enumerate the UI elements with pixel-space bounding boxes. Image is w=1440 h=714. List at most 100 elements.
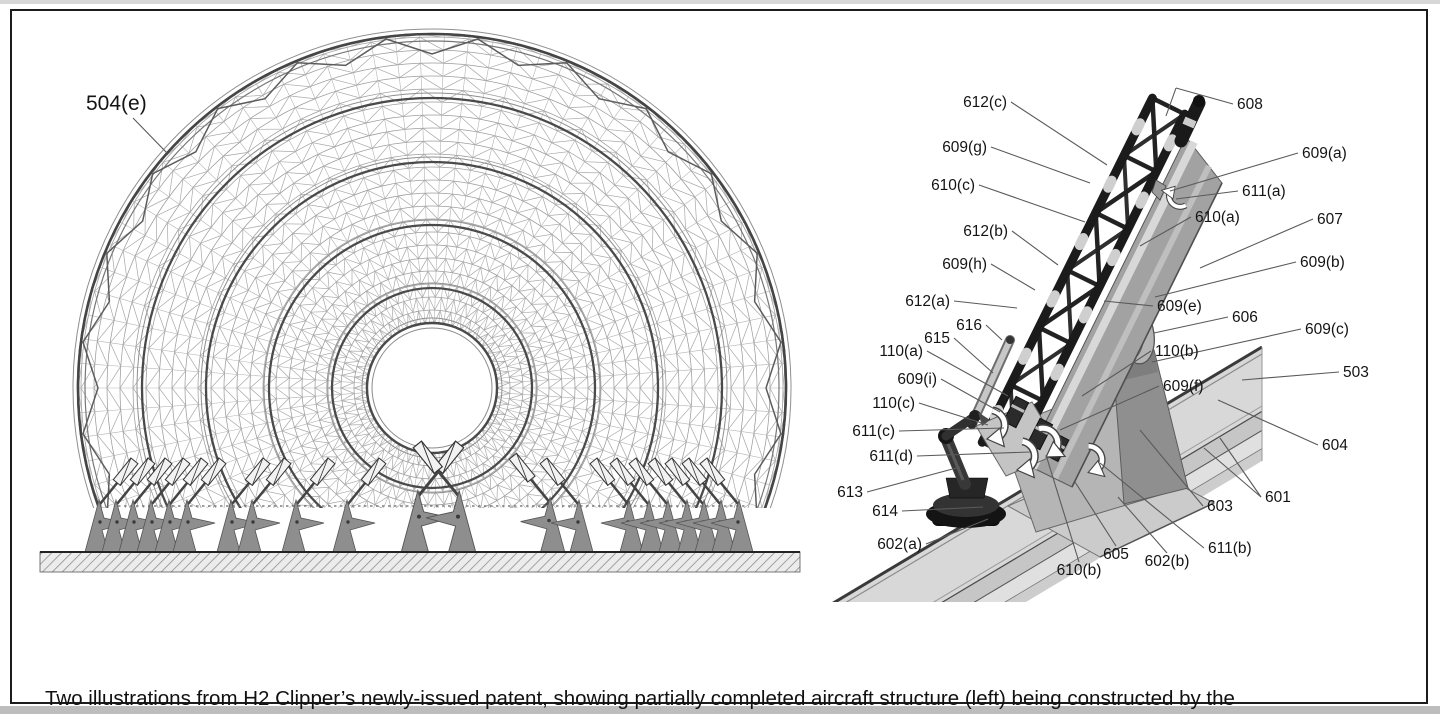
leader-line bbox=[1045, 454, 1080, 563]
leader-line bbox=[926, 350, 1009, 397]
leader-line bbox=[953, 337, 994, 374]
ref-label-609c: 609(c) bbox=[1305, 321, 1349, 338]
robot-illustration bbox=[832, 93, 1263, 602]
ground-robot bbox=[412, 440, 477, 553]
ground-robot bbox=[172, 457, 227, 553]
leader-line bbox=[866, 466, 961, 493]
ground-robot bbox=[101, 457, 156, 553]
leader-line bbox=[901, 506, 984, 512]
ref-label-110c: 110(c) bbox=[872, 395, 915, 412]
ground-robot bbox=[664, 457, 719, 553]
ref-label-611c: 611(c) bbox=[852, 423, 895, 440]
ground-robot bbox=[589, 457, 644, 553]
ground-robot bbox=[647, 457, 702, 553]
ref-label-608: 608 bbox=[1237, 96, 1263, 113]
ref-label-602a: 602(a) bbox=[877, 536, 922, 553]
leader-line bbox=[990, 263, 1036, 291]
ref-label-613: 613 bbox=[837, 484, 863, 501]
ref-label-110a: 110(a) bbox=[879, 343, 923, 360]
reference-labels: 504(e) 612(c) 609(g) 610(c) 612(b) 609(h) 612(… bbox=[86, 87, 1369, 579]
leader-line bbox=[1139, 429, 1204, 507]
leader-line bbox=[1151, 328, 1302, 363]
ground-robot bbox=[154, 457, 209, 553]
ref-label-604: 604 bbox=[1322, 437, 1348, 454]
ref-label-616: 616 bbox=[956, 317, 982, 334]
lattice-boom bbox=[977, 93, 1190, 463]
leader-line bbox=[1153, 316, 1229, 334]
ground-robot bbox=[118, 457, 173, 553]
leader-line bbox=[1203, 447, 1262, 498]
leader-line bbox=[953, 300, 1018, 309]
ref-label-609b: 609(b) bbox=[1300, 254, 1345, 271]
leader-line bbox=[978, 184, 1086, 223]
ref-label-609a: 609(a) bbox=[1302, 145, 1347, 162]
ref-label-601: 601 bbox=[1265, 489, 1291, 506]
leader-line bbox=[1081, 350, 1152, 397]
leader-line bbox=[990, 146, 1091, 184]
leader-line bbox=[1219, 437, 1262, 498]
leader-line bbox=[1011, 230, 1059, 266]
ref-label-612c: 612(c) bbox=[963, 94, 1007, 111]
boom-tip bbox=[1174, 95, 1206, 148]
leader-line bbox=[1059, 385, 1160, 431]
leader-line bbox=[1169, 152, 1299, 192]
ref-label-611a: 611(a) bbox=[1242, 183, 1286, 200]
leader-line bbox=[1217, 399, 1319, 446]
ref-label-110b: 110(b) bbox=[1155, 343, 1199, 360]
ref-label-611d: 611(d) bbox=[869, 448, 913, 465]
ref-label-503: 503 bbox=[1343, 364, 1369, 381]
ref-label-609f: 609(f) bbox=[1163, 378, 1204, 395]
ref-label-614: 614 bbox=[872, 503, 898, 520]
dome-lattice bbox=[72, 28, 792, 508]
leader-line bbox=[898, 427, 1005, 432]
leader-line bbox=[1165, 87, 1177, 117]
caption-line-1: Two illustrations from H2 Clipper’s newl… bbox=[45, 687, 1235, 710]
leader-line bbox=[925, 518, 989, 545]
ground-robot bbox=[609, 457, 664, 553]
ref-label-609h: 609(h) bbox=[942, 256, 987, 273]
ground-robot bbox=[237, 457, 292, 553]
ground-robot bbox=[281, 457, 336, 553]
leader-line bbox=[1139, 216, 1192, 247]
ref-label-609g: 609(g) bbox=[942, 139, 987, 156]
leader-line bbox=[1199, 218, 1314, 269]
ref-label-603: 603 bbox=[1207, 498, 1233, 515]
leader-line bbox=[132, 117, 168, 154]
ref-label-611b: 611(b) bbox=[1208, 540, 1252, 557]
ref-label-612b: 612(b) bbox=[963, 223, 1008, 240]
ref-label-610c: 610(c) bbox=[931, 177, 975, 194]
screenshot-top-edge bbox=[0, 0, 1440, 4]
ref-label-607: 607 bbox=[1317, 211, 1343, 228]
ref-label-610b: 610(b) bbox=[1057, 562, 1102, 579]
ref-label-504e: 504(e) bbox=[86, 92, 147, 115]
ground-robot bbox=[136, 457, 191, 553]
ground-robot bbox=[216, 457, 271, 553]
ref-label-612a: 612(a) bbox=[905, 293, 950, 310]
screenshot-bottom-edge bbox=[0, 706, 1440, 714]
leader-line bbox=[1175, 87, 1234, 105]
ground-robot bbox=[400, 440, 465, 553]
ground-robot bbox=[539, 457, 594, 553]
ground-robot bbox=[681, 457, 736, 553]
leader-line bbox=[1074, 481, 1117, 547]
ground-robot bbox=[628, 457, 683, 553]
ref-label-615: 615 bbox=[924, 330, 950, 347]
ref-label-605: 605 bbox=[1103, 546, 1129, 563]
ground-robot bbox=[84, 457, 139, 553]
ref-label-602b: 602(b) bbox=[1145, 553, 1190, 570]
ref-label-609i: 609(i) bbox=[897, 371, 937, 388]
ref-label-609e: 609(e) bbox=[1157, 298, 1202, 315]
leader-line bbox=[985, 324, 1003, 341]
caption: Two illustrations from H2 Clipper’s newl… bbox=[45, 626, 1385, 714]
leader-line bbox=[1175, 190, 1239, 200]
leader-line bbox=[916, 451, 1031, 457]
ground-strip bbox=[39, 551, 801, 573]
leader-line bbox=[1154, 261, 1297, 298]
leader-line bbox=[1099, 462, 1205, 549]
leader-line bbox=[940, 378, 1001, 413]
ground-robot bbox=[508, 452, 566, 553]
leader-line bbox=[918, 402, 989, 426]
leader-line bbox=[1117, 496, 1168, 554]
